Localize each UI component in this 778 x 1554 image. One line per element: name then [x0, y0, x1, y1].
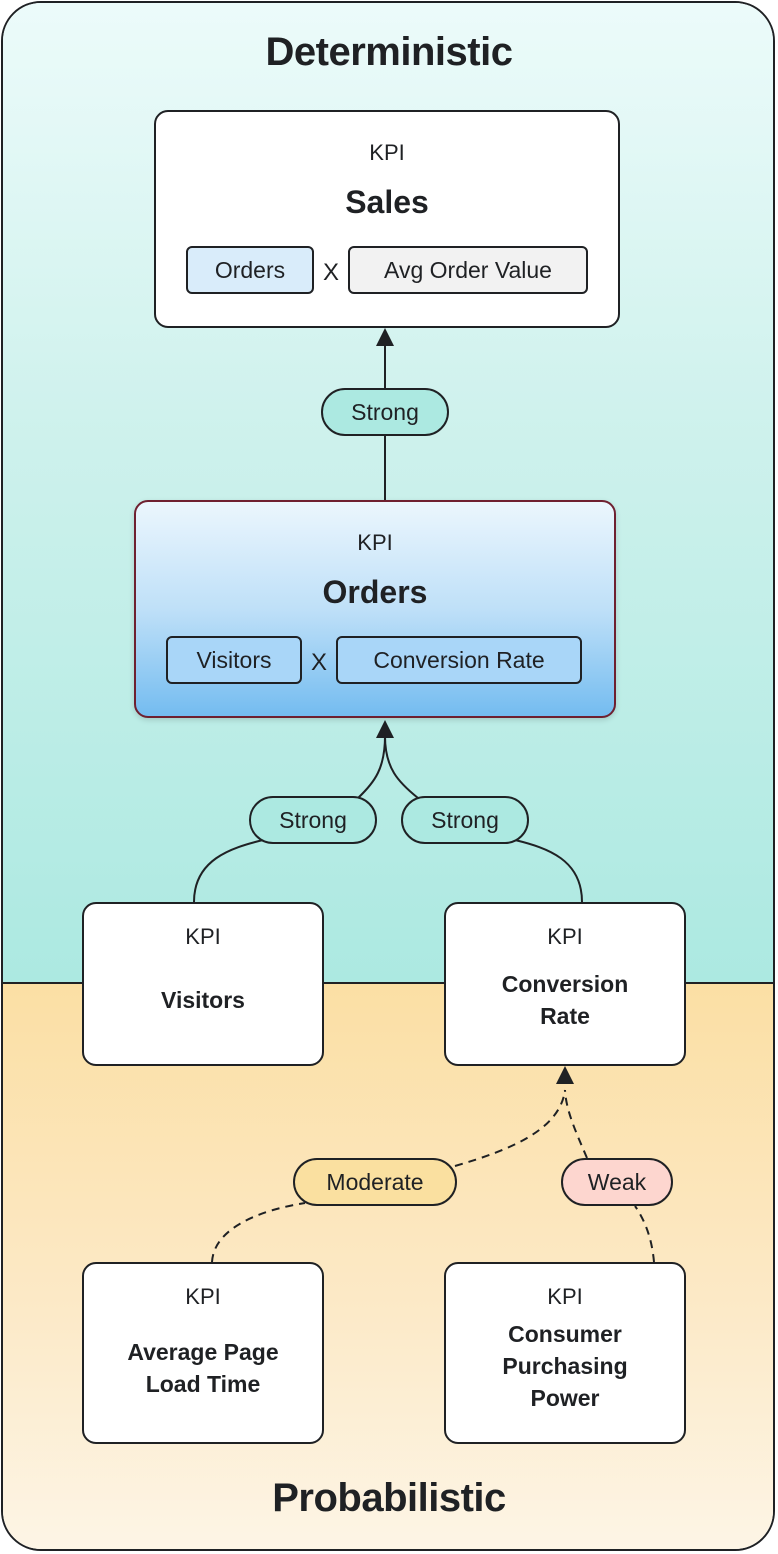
strength-badge-strong: Strong — [249, 796, 377, 844]
kpi-label: KPI — [547, 924, 583, 949]
formula-term-avg-order-value: Avg Order Value — [348, 246, 588, 294]
kpi-name-line: Purchasing — [502, 1353, 628, 1379]
kpi-name-line: Rate — [540, 1003, 590, 1029]
kpi-name: Sales — [345, 184, 429, 220]
kpi-node-consumer-purchasing-power[interactable]: KPI Consumer Purchasing Power — [444, 1262, 686, 1444]
strength-badge-weak: Weak — [561, 1158, 673, 1206]
formula-term-orders: Orders — [186, 246, 314, 294]
kpi-name: Conversion Rate — [446, 968, 684, 1032]
kpi-name-line: Consumer — [508, 1321, 622, 1347]
sales-formula: Orders X Avg Order Value — [186, 246, 588, 294]
kpi-name: Average Page Load Time — [84, 1336, 322, 1400]
kpi-node-conversion-rate[interactable]: KPI Conversion Rate — [444, 902, 686, 1066]
kpi-name-line: Conversion — [501, 971, 629, 997]
multiply-operator: X — [322, 259, 339, 286]
kpi-label: KPI — [369, 140, 405, 165]
strength-badge-strong: Strong — [321, 388, 449, 436]
kpi-name-line: Power — [530, 1385, 600, 1411]
formula-term-conversion-rate: Conversion Rate — [336, 636, 582, 684]
kpi-label: KPI — [357, 530, 393, 555]
probabilistic-title: Probabilistic — [272, 1476, 506, 1520]
kpi-name: Visitors — [161, 987, 245, 1013]
kpi-node-visitors[interactable]: KPI Visitors — [82, 902, 324, 1066]
multiply-operator: X — [310, 649, 327, 676]
kpi-name: Orders — [322, 574, 428, 610]
deterministic-title: Deterministic — [265, 30, 513, 74]
kpi-label: KPI — [185, 1284, 221, 1309]
kpi-node-orders[interactable]: KPI Orders Visitors X Conversion Rate — [134, 500, 616, 718]
strength-badge-moderate: Moderate — [293, 1158, 457, 1206]
orders-formula: Visitors X Conversion Rate — [166, 636, 582, 684]
kpi-label: KPI — [547, 1284, 583, 1309]
kpi-node-average-page-load-time[interactable]: KPI Average Page Load Time — [82, 1262, 324, 1444]
formula-term-visitors: Visitors — [166, 636, 302, 684]
strength-badge-strong: Strong — [401, 796, 529, 844]
kpi-node-sales[interactable]: KPI Sales Orders X Avg Order Value — [154, 110, 620, 328]
kpi-name-line: Load Time — [145, 1371, 261, 1397]
kpi-label: KPI — [185, 924, 221, 949]
kpi-name: Consumer Purchasing Power — [446, 1318, 684, 1414]
zone-divider — [3, 982, 773, 984]
kpi-name-line: Average Page — [127, 1339, 279, 1365]
